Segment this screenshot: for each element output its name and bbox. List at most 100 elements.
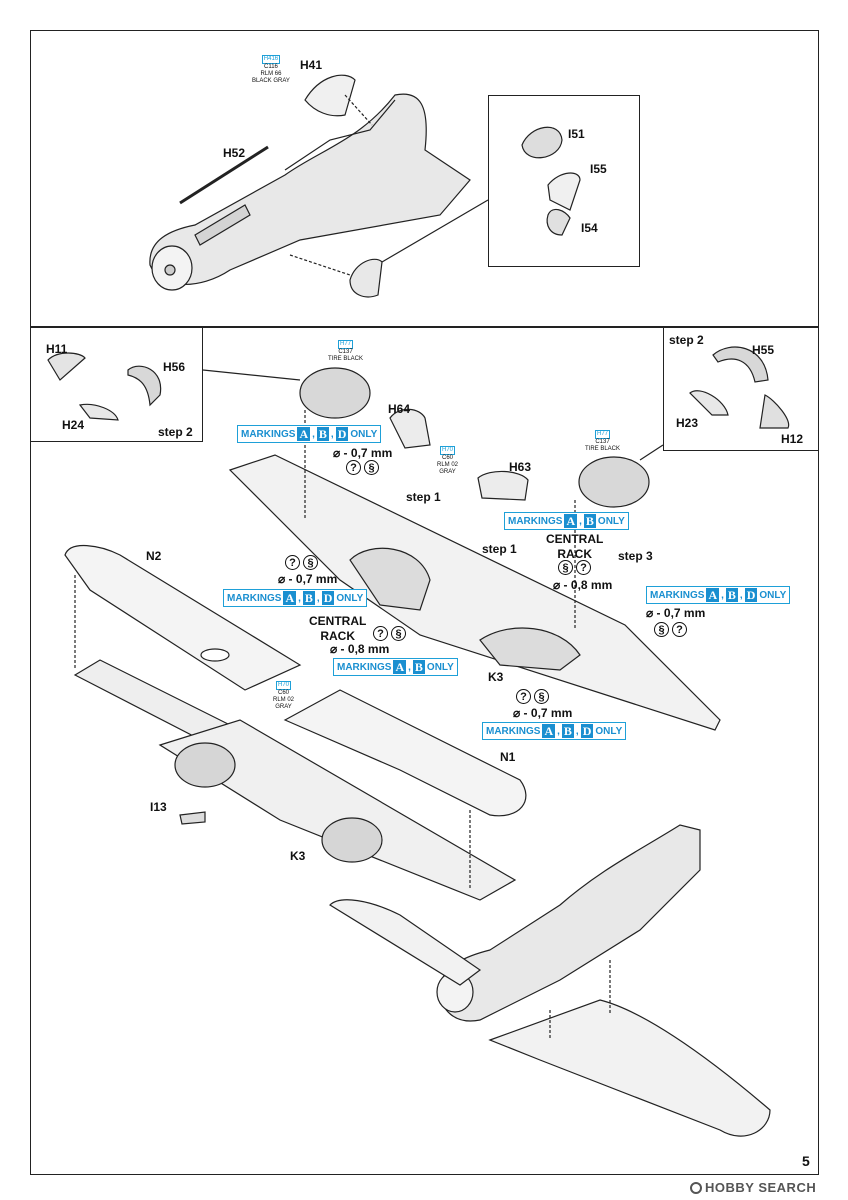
central-rack-label: CENTRAL RACK xyxy=(546,532,603,562)
drill-note: ⌀ - 0,7 mm xyxy=(278,572,338,586)
intake-part xyxy=(349,258,383,298)
left-step2-inset xyxy=(30,327,203,442)
paint-line: RLM 02 xyxy=(437,462,459,468)
part-label-i54: I54 xyxy=(581,221,598,235)
paint-line: RLM 02 xyxy=(273,697,295,703)
drill-icon: § xyxy=(391,626,406,641)
markings-badge-ab: MARKINGS A, B ONLY xyxy=(333,658,458,676)
part-label-n2: N2 xyxy=(146,549,162,563)
markings-badge-abd: MARKINGS A, B, D ONLY xyxy=(223,589,368,607)
h41-part xyxy=(304,74,356,117)
part-label-k3: K3 xyxy=(488,670,504,684)
drill-note: ⌀ - 0,7 mm xyxy=(333,446,393,460)
part-label-i51: I51 xyxy=(568,127,585,141)
top-fuselage-nose xyxy=(149,93,471,286)
i55-part xyxy=(547,172,581,211)
upper-wing-well-2 xyxy=(479,627,581,671)
markings-badge-abd: MARKINGS A, B, D ONLY xyxy=(482,722,627,740)
h52-strip xyxy=(179,145,269,205)
h64-part xyxy=(389,408,431,449)
part-label-h23: H23 xyxy=(676,416,699,430)
paint-line: RLM 66 xyxy=(260,71,282,77)
main-panel-frame xyxy=(30,327,819,1175)
markings-prefix: MARKINGS xyxy=(650,589,705,601)
markings-suffix: ONLY xyxy=(595,725,623,737)
part-label-i13: I13 xyxy=(150,800,167,814)
part-label-h41: H41 xyxy=(300,58,323,72)
markings-prefix: MARKINGS xyxy=(508,515,563,527)
markings-prefix: MARKINGS xyxy=(337,661,392,673)
lower-well-left xyxy=(174,742,236,788)
marking-letter: B xyxy=(412,660,425,674)
h41-arrow xyxy=(344,94,373,126)
paint-line: GRAY xyxy=(439,469,456,475)
paint-callout-wheelwell-left: H77 C137 TIRE BLACK xyxy=(328,340,363,363)
marking-letter: B xyxy=(302,591,315,605)
markings-badge-ab: MARKINGS A, B ONLY xyxy=(504,512,629,530)
paint-code: H77 xyxy=(338,340,354,349)
marking-letter: A xyxy=(564,514,578,528)
right-step2-inset xyxy=(663,327,819,451)
canopy-frame xyxy=(284,99,396,171)
paint-code: H70 xyxy=(276,681,292,690)
final-wing-left xyxy=(329,899,482,986)
drill-icon: § xyxy=(364,460,379,475)
wheel-well-left xyxy=(299,367,371,419)
final-wing-right xyxy=(488,999,771,1137)
step-label: step 3 xyxy=(618,549,653,563)
h23-part xyxy=(689,390,729,416)
question-icon: ? xyxy=(285,555,300,570)
part-label-h56: H56 xyxy=(163,360,186,374)
paint-line: C116 xyxy=(264,64,278,70)
question-icon: ? xyxy=(516,689,531,704)
wheel-well-right xyxy=(578,456,650,508)
markings-badge-abd: MARKINGS A, B, D ONLY xyxy=(237,425,382,443)
step-label: step 1 xyxy=(482,542,517,556)
paint-callout-n2: H70 C60 RLM 02 GRAY xyxy=(273,681,294,711)
central-rack-label: CENTRAL RACK xyxy=(309,614,366,644)
drill-icon: § xyxy=(534,689,549,704)
part-label-h52: H52 xyxy=(223,146,246,160)
detail-inset-engine xyxy=(488,95,640,267)
paint-line: TIRE BLACK xyxy=(585,446,621,452)
part-label-h64: H64 xyxy=(388,402,411,416)
intake-leader xyxy=(381,199,489,263)
paint-code: H416 xyxy=(261,55,281,64)
drill-icons: ? § xyxy=(346,460,379,475)
drill-icons: ? § xyxy=(373,626,406,641)
paint-line: C60 xyxy=(442,455,454,461)
paint-callout-h64: H70 C60 RLM 02 GRAY xyxy=(437,446,458,476)
marking-letter: B xyxy=(725,588,738,602)
step-label: step 2 xyxy=(669,333,704,347)
part-label-h12: H12 xyxy=(781,432,804,446)
paint-callout-h41: H416 C116 RLM 66 BLACK GRAY xyxy=(252,55,290,85)
drill-note: ⌀ - 0,7 mm xyxy=(646,606,706,620)
marking-letter: B xyxy=(583,514,596,528)
step-label: step 1 xyxy=(406,490,441,504)
watermark-logo-icon xyxy=(690,1182,702,1194)
i54-part xyxy=(546,208,571,236)
lower-well-right xyxy=(321,817,383,863)
drill-note: ⌀ - 0,8 mm xyxy=(553,578,613,592)
question-icon: ? xyxy=(576,560,591,575)
paint-callout-wheelwell-right: H77 C137 TIRE BLACK xyxy=(585,430,620,453)
upper-wing-well xyxy=(349,547,431,611)
marking-letter: A xyxy=(542,724,556,738)
n1-panel xyxy=(283,689,527,817)
drill-icon: § xyxy=(558,560,573,575)
marking-letter: D xyxy=(580,724,594,738)
spinner-hub xyxy=(164,264,176,276)
h24-part xyxy=(78,403,119,421)
drill-icons: ? § xyxy=(516,689,549,704)
marking-letter: A xyxy=(393,660,407,674)
paint-line: BLACK GRAY xyxy=(252,78,290,84)
markings-prefix: MARKINGS xyxy=(486,725,541,737)
question-icon: ? xyxy=(672,622,687,637)
markings-badge-abd: MARKINGS A, B, D ONLY xyxy=(646,586,791,604)
h63-part xyxy=(477,470,529,501)
top-panel-frame xyxy=(30,30,819,327)
paint-code: H77 xyxy=(595,430,611,439)
part-label-h55: H55 xyxy=(752,343,775,357)
drill-icon: § xyxy=(303,555,318,570)
part-label-k3: K3 xyxy=(290,849,306,863)
